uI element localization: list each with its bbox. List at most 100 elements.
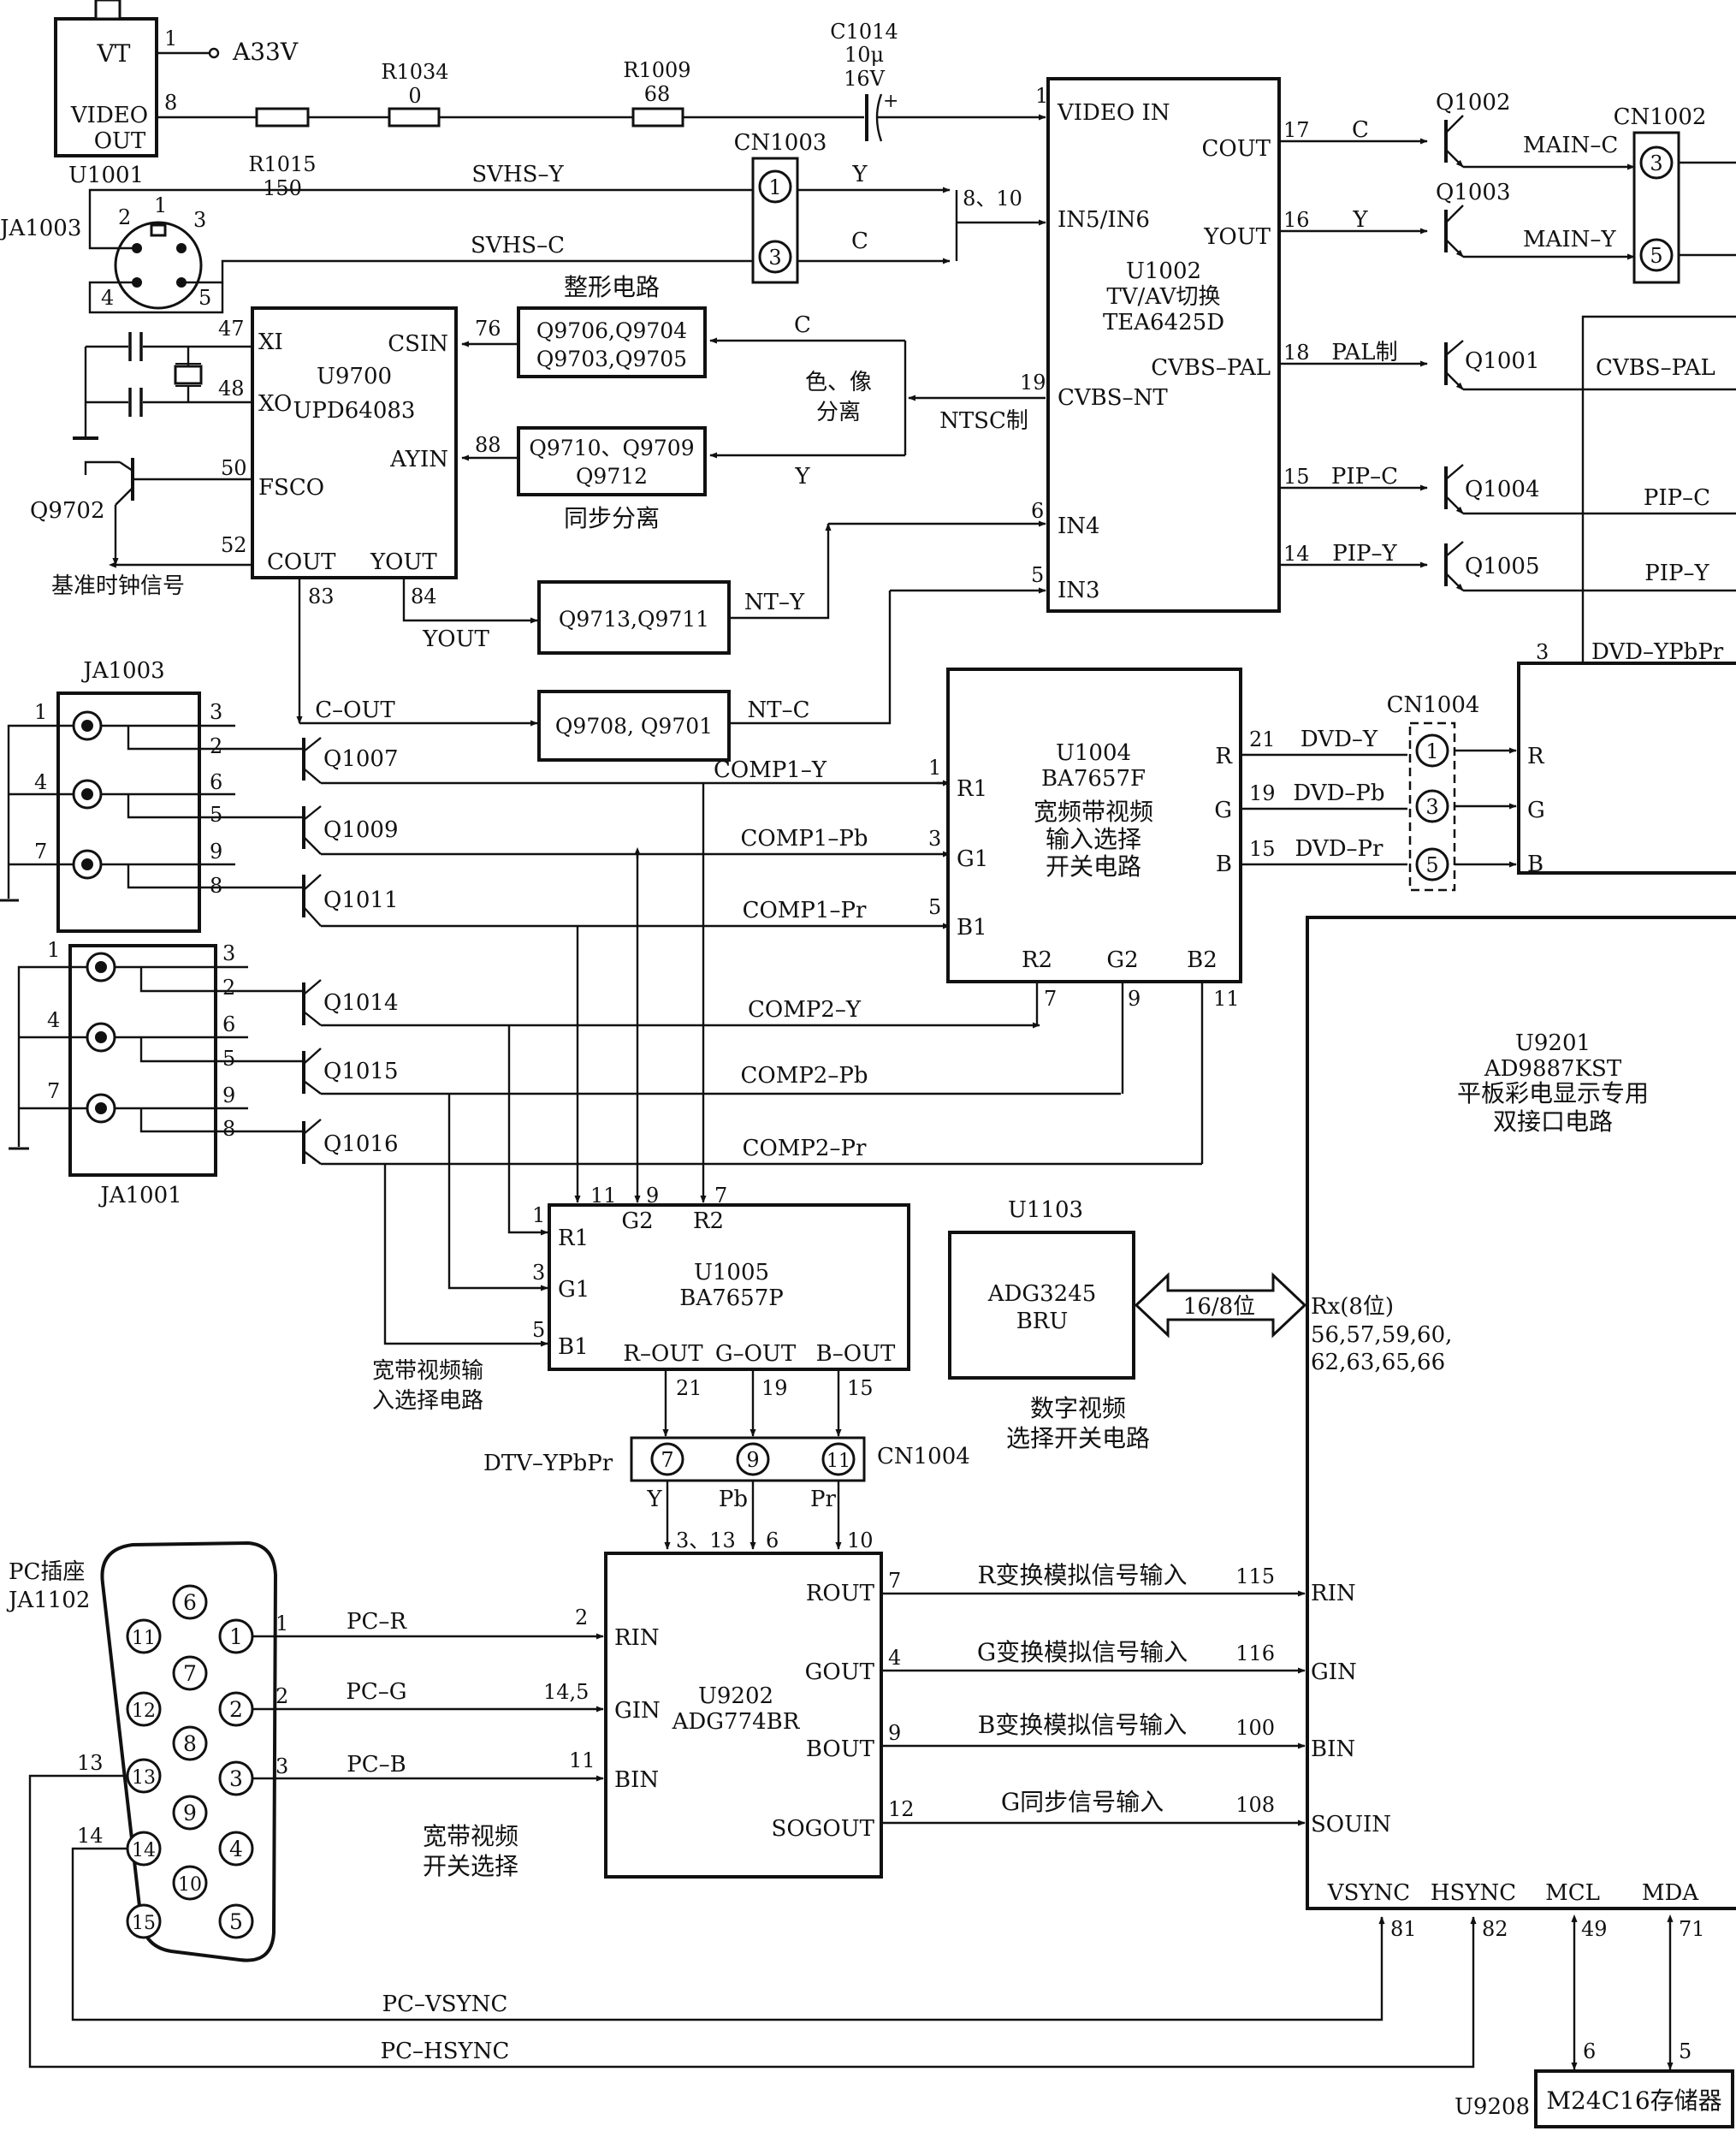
vga-pin-5	[218, 1903, 254, 1939]
svg-text:108: 108	[1235, 1793, 1275, 1817]
svg-text:5: 5	[222, 1047, 235, 1071]
svg-text:Q9706,Q9704: Q9706,Q9704	[536, 318, 687, 343]
svg-text:YOUT: YOUT	[1203, 224, 1271, 250]
svg-text:100: 100	[1235, 1716, 1275, 1740]
svg-text:76: 76	[475, 317, 501, 341]
svg-text:JA1003: JA1003	[80, 658, 164, 684]
svg-text:1: 1	[1425, 739, 1438, 763]
svg-text:CN1004: CN1004	[1387, 692, 1480, 718]
svg-text:选择开关电路: 选择开关电路	[1006, 1424, 1150, 1452]
q1007: Q1007 COMP1–Y	[235, 737, 951, 787]
svg-text:GOUT: GOUT	[805, 1659, 875, 1685]
svg-text:Q9713,Q9711: Q9713,Q9711	[559, 607, 709, 632]
svg-text:G同步信号输入: G同步信号输入	[1001, 1788, 1164, 1816]
svg-text:R2: R2	[1022, 947, 1052, 973]
svg-text:3: 3	[928, 827, 941, 851]
svg-text:MDA: MDA	[1642, 1880, 1699, 1906]
svg-text:88: 88	[475, 433, 501, 457]
svg-text:BIN: BIN	[614, 1767, 659, 1793]
vga-pin-label: 9	[183, 1801, 197, 1825]
svg-text:1: 1	[768, 175, 781, 199]
svg-text:NTSC制: NTSC制	[939, 408, 1028, 434]
svg-text:GIN: GIN	[1311, 1659, 1357, 1685]
svg-text:Pb: Pb	[719, 1487, 748, 1512]
svg-text:XI: XI	[258, 329, 283, 355]
svg-text:50: 50	[221, 456, 247, 480]
svg-text:VIDEO IN: VIDEO IN	[1057, 100, 1170, 126]
svg-text:Q9702: Q9702	[30, 498, 104, 524]
svg-text:52: 52	[221, 533, 247, 557]
svg-text:6: 6	[1583, 2039, 1596, 2063]
u9202-chip: RIN GIN BIN ROUT GOUT BOUT SOGOUT U9202 …	[423, 1529, 1306, 1880]
svg-text:Q1011: Q1011	[323, 887, 398, 913]
svg-text:BA7657P: BA7657P	[679, 1285, 784, 1311]
svg-text:TV/AV切换: TV/AV切换	[1106, 284, 1220, 310]
svg-text:Q1009: Q1009	[323, 817, 398, 843]
svg-text:8: 8	[222, 1117, 235, 1141]
video-input-chain: R1015 150 R1034 0 R1009 68 C1014 10μ 16V…	[157, 20, 1046, 200]
vga-pin-8	[172, 1725, 208, 1761]
svg-text:DVD–Pb: DVD–Pb	[1293, 781, 1384, 806]
svg-text:5: 5	[198, 286, 211, 310]
svg-text:9: 9	[222, 1083, 235, 1107]
u1103-chip: U1103 ADG3245 BRU 16/8位 数字视频 选择开关电路	[948, 1197, 1307, 1452]
svg-text:TEA6425D: TEA6425D	[1103, 310, 1224, 335]
svg-text:12: 12	[888, 1797, 915, 1821]
svg-text:150: 150	[263, 176, 302, 200]
svg-text:U9201: U9201	[1515, 1030, 1591, 1056]
svg-text:Q1001: Q1001	[1465, 348, 1539, 374]
svg-text:CSIN: CSIN	[388, 331, 448, 357]
svg-text:同步分离: 同步分离	[564, 504, 660, 532]
svg-text:Q1005: Q1005	[1465, 554, 1539, 579]
svg-text:FSCO: FSCO	[258, 475, 324, 501]
svg-text:G1: G1	[957, 846, 988, 872]
svg-text:XO: XO	[258, 391, 292, 417]
svg-text:47: 47	[218, 317, 245, 341]
svg-text:10μ: 10μ	[844, 43, 884, 67]
svg-text:B2: B2	[1187, 947, 1218, 973]
svg-text:G变换模拟信号输入: G变换模拟信号输入	[977, 1638, 1188, 1666]
svg-text:9: 9	[210, 840, 222, 864]
cn1004-upper: CN1004 1 3 5	[1387, 692, 1517, 892]
svg-text:3: 3	[768, 246, 781, 270]
q1002-transistor: Q1002 MAIN–C	[1436, 90, 1635, 170]
svg-text:115: 115	[1235, 1564, 1275, 1588]
svg-text:Q9708, Q9701: Q9708, Q9701	[555, 714, 713, 739]
vga-pin-6	[172, 1584, 208, 1620]
vga-pin-13	[126, 1758, 162, 1794]
svg-text:SOUIN: SOUIN	[1311, 1812, 1391, 1837]
svg-text:COMP1–Pb: COMP1–Pb	[740, 826, 868, 852]
svg-text:9: 9	[746, 1448, 759, 1472]
svg-text:+: +	[883, 91, 898, 112]
svg-text:1: 1	[928, 756, 941, 780]
svg-text:NT–Y: NT–Y	[744, 590, 805, 615]
svg-text:U9208: U9208	[1455, 2094, 1530, 2120]
svg-text:Q1007: Q1007	[323, 746, 398, 772]
svg-text:1: 1	[1035, 84, 1048, 108]
svg-text:IN5/IN6: IN5/IN6	[1058, 207, 1150, 233]
svg-text:1: 1	[276, 1612, 288, 1635]
svg-text:4: 4	[34, 770, 47, 794]
svg-text:6: 6	[1031, 499, 1044, 523]
svg-text:9: 9	[1128, 987, 1141, 1011]
svg-text:YOUT: YOUT	[422, 626, 489, 652]
svg-text:U1103: U1103	[1008, 1197, 1083, 1223]
svg-text:8: 8	[210, 874, 222, 898]
u9700-outputs: YOUT Q9713,Q9711 NT–Y C–OUT Q9708, Q9701…	[296, 520, 1046, 762]
svg-text:3: 3	[276, 1754, 288, 1778]
svg-text:0: 0	[408, 84, 421, 108]
q1004-transistor: Q1004 PIP–C	[1444, 464, 1736, 515]
svg-text:71: 71	[1679, 1917, 1705, 1941]
q1015: Q1015 COMP2–Pb	[248, 1048, 1121, 1095]
svg-text:C: C	[794, 312, 811, 338]
svg-text:RIN: RIN	[614, 1625, 660, 1651]
svg-text:2: 2	[276, 1684, 288, 1708]
svg-text:3: 3	[210, 700, 222, 724]
svg-text:62,63,65,66: 62,63,65,66	[1311, 1350, 1445, 1375]
svg-text:Q1003: Q1003	[1436, 180, 1510, 205]
shaping-circuit: 整形电路 Q9706,Q9704 Q9703,Q9705 C 76	[461, 273, 905, 378]
svg-text:83: 83	[308, 585, 335, 608]
vga-pin-11	[126, 1618, 162, 1654]
svg-text:B: B	[1216, 852, 1232, 877]
